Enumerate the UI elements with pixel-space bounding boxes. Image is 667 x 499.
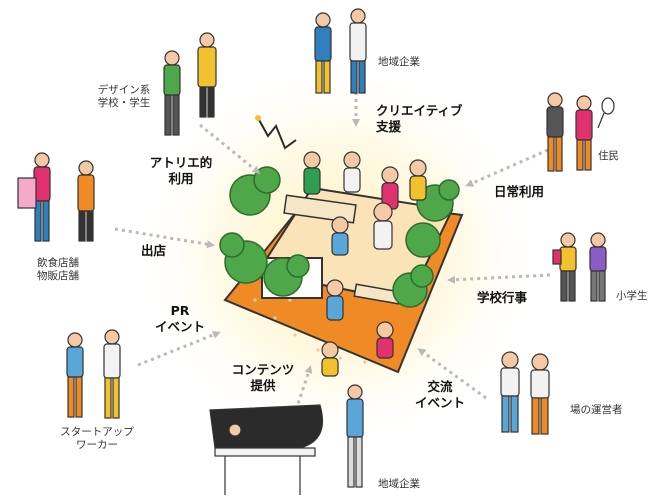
label-exchange-event: 交流 イベント xyxy=(405,379,475,410)
arrow-from-startup xyxy=(137,331,221,367)
figures-residents xyxy=(546,92,615,172)
flow-arrows xyxy=(114,92,551,411)
label-exchange-event-line2: イベント xyxy=(414,394,465,410)
grand-piano-icon xyxy=(209,404,324,449)
arrow-from-elementary xyxy=(447,273,551,284)
label-creative-support-line2: 支援 xyxy=(376,118,402,134)
figures-local-company-bottom xyxy=(209,384,364,495)
label-store-opening: 出店 xyxy=(141,243,167,258)
label-school-event: 学校行事 xyxy=(477,290,528,305)
label-exchange-event-line1: 交流 xyxy=(427,379,453,394)
figures-elementary-students xyxy=(552,232,607,302)
arrow-from-local-company-bottom xyxy=(294,365,313,411)
group-residents: 住民 xyxy=(598,150,619,162)
group-elementary-students: 小学生 xyxy=(616,290,648,302)
group-local-company-top: 地域企業 xyxy=(378,56,420,68)
label-content-provision-line1: コンテンツ xyxy=(231,362,295,377)
group-startup-workers-line1: スタートアップ xyxy=(60,426,134,438)
group-startup-workers: スタートアップ ワーカー xyxy=(42,426,152,452)
figures-venue-operators xyxy=(500,351,550,435)
label-pr-event-line1: PR xyxy=(170,303,190,318)
label-content-provision-line2: 提供 xyxy=(250,377,276,393)
label-atelier-use: アトリエ的 利用 xyxy=(140,155,222,186)
arrow-from-restaurants xyxy=(114,227,215,249)
figures-design-students xyxy=(163,32,217,136)
figures-restaurants-retail xyxy=(17,152,95,242)
label-pr-event: PR イベント xyxy=(148,303,212,334)
group-startup-workers-line2: ワーカー xyxy=(76,439,118,452)
label-pr-event-line2: イベント xyxy=(154,318,205,334)
plaza-trees xyxy=(219,166,460,308)
group-venue-operators: 場の運営者 xyxy=(570,404,623,416)
group-design-students-line2: 学校・学生 xyxy=(97,97,151,110)
label-atelier-use-line1: アトリエ的 xyxy=(149,155,213,170)
group-restaurants-retail: 飲食店舗 物販店舗 xyxy=(18,257,98,283)
figures-local-company-top xyxy=(314,8,367,94)
label-content-provision: コンテンツ 提供 xyxy=(222,362,304,393)
central-plaza-illustration xyxy=(219,115,464,377)
plaza-people xyxy=(303,151,427,377)
label-creative-support: クリエイティブ 支援 xyxy=(376,103,463,134)
group-design-students: デザイン系 学校・学生 xyxy=(84,84,164,110)
figures-startup-workers xyxy=(66,329,121,419)
spark-zigzag xyxy=(257,117,297,150)
label-atelier-use-line2: 利用 xyxy=(168,170,194,186)
group-local-company-bottom: 地域企業 xyxy=(378,478,420,490)
arrow-from-residents xyxy=(465,148,549,187)
arrow-from-design-students xyxy=(199,123,261,174)
group-restaurants-retail-line2: 物販店舗 xyxy=(37,270,79,283)
group-design-students-line1: デザイン系 xyxy=(97,84,151,96)
label-daily-use: 日常利用 xyxy=(494,184,545,199)
label-creative-support-line1: クリエイティブ xyxy=(376,103,463,118)
group-restaurants-retail-line1: 飲食店舗 xyxy=(37,257,79,269)
